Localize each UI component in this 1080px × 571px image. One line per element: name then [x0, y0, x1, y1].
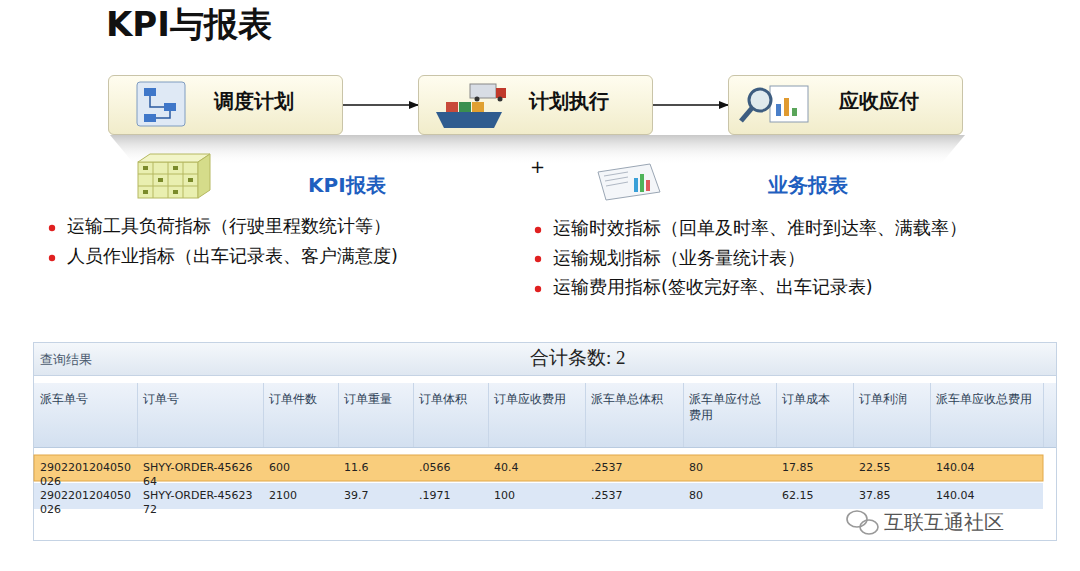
table-cell: 2902201204050026 — [40, 461, 133, 490]
column-header: 派车单总体积 — [591, 392, 679, 408]
report-heading: KPI报表 — [308, 173, 386, 197]
column-header: 订单应收费用 — [494, 392, 581, 408]
bullet-text: 人员作业指标（出车记录表、客户满意度) — [67, 246, 398, 267]
table-cell: 37.85 — [859, 489, 926, 503]
table-cell: .0566 — [419, 461, 484, 475]
panel-title: 查询结果 — [40, 352, 92, 368]
table-cell: 17.85 — [782, 461, 849, 475]
table-cell: 140.04 — [936, 489, 1039, 503]
column-header: 订单利润 — [859, 392, 926, 408]
column-header: 派车单应收总费用 — [936, 392, 1039, 408]
table-cell: 80 — [689, 489, 772, 503]
bullet-text: 运输时效指标（回单及时率、准时到达率、满载率） — [553, 218, 967, 239]
column-header: 派车单应付总费用 — [689, 392, 772, 423]
table-cell: .2537 — [591, 489, 679, 503]
process-box: 计划执行 — [418, 75, 653, 135]
report-heading: 业务报表 — [768, 173, 848, 197]
column-header: 订单件数 — [269, 392, 334, 408]
table-cell: .1971 — [419, 489, 484, 503]
bullet-text: 运输规划指标（业务量统计表） — [553, 248, 805, 269]
table-cell: 600 — [269, 461, 334, 475]
table-cell: 2902201204050026 — [40, 489, 133, 518]
table-cell: 140.04 — [936, 461, 1039, 475]
box-label: 计划执行 — [529, 88, 609, 115]
column-header: 订单号 — [143, 392, 259, 408]
flow-arrow — [343, 104, 418, 106]
table-cell: 22.55 — [859, 461, 926, 475]
box-label: 调度计划 — [214, 88, 294, 115]
table-cell: 39.7 — [344, 489, 409, 503]
box-label: 应收应付 — [839, 88, 919, 115]
table-cell: 80 — [689, 461, 772, 475]
table-cell: 62.15 — [782, 489, 849, 503]
table-cell: 100 — [494, 489, 581, 503]
column-header: 订单重量 — [344, 392, 409, 408]
column-header: 订单体积 — [419, 392, 484, 408]
table-cell: SHYY-ORDER-4562664 — [143, 461, 259, 490]
table-cell: 2100 — [269, 489, 334, 503]
flow-arrow — [653, 104, 728, 106]
column-header: 派车单号 — [40, 392, 133, 408]
bullet-text: 运输费用指标(签收完好率、出车记录表) — [553, 277, 873, 298]
record-count: 合计条数: 2 — [530, 347, 626, 370]
table-cell: .2537 — [591, 461, 679, 475]
bullet-text: 运输工具负荷指标（行驶里程数统计等） — [67, 216, 391, 237]
process-box: 应收应付 — [728, 75, 963, 135]
watermark: 互联互通社区 — [884, 510, 1004, 534]
table-cell: 11.6 — [344, 461, 409, 475]
table-cell: SHYY-ORDER-4562372 — [143, 489, 259, 518]
process-box: 调度计划 — [108, 75, 343, 135]
plus-sign: + — [530, 156, 545, 178]
column-header: 订单成本 — [782, 392, 849, 408]
table-cell: 40.4 — [494, 461, 581, 475]
diagram-title: KPI与报表 — [106, 4, 272, 45]
